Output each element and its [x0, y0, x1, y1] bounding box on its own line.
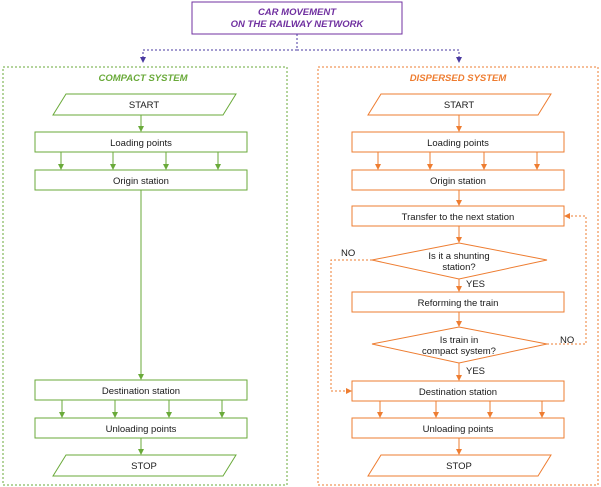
dispersed-destination-label: Destination station — [419, 387, 497, 398]
dispersed-destination-box — [351, 380, 565, 402]
decision-1-no-label: NO — [341, 248, 355, 259]
dispersed-loop-connectors — [330, 213, 587, 394]
dispersed-stop-label: STOP — [446, 461, 472, 472]
compact-stop-label: STOP — [131, 461, 157, 472]
compact-unloading-label: Unloading points — [106, 424, 177, 435]
dispersed-reforming-box — [351, 291, 565, 313]
dispersed-transfer-label: Transfer to the next station — [402, 212, 515, 223]
dispersed-stop-node — [367, 454, 552, 477]
compact-loading-box — [34, 131, 248, 153]
compact-loading-label: Loading points — [110, 138, 172, 149]
dispersed-unloading-label: Unloading points — [423, 424, 494, 435]
title-line-2: ON THE RAILWAY NETWORK — [231, 19, 365, 30]
decision-2-line-1: Is train in — [440, 335, 479, 346]
dispersed-origin-box — [351, 169, 565, 191]
title-box — [191, 1, 403, 35]
title-line-1: CAR MOVEMENT — [258, 7, 337, 18]
compact-destination-label: Destination station — [102, 386, 180, 397]
decision-1-line-1: Is it a shunting — [428, 251, 489, 262]
compact-destination-box — [34, 379, 248, 401]
dispersed-start-label: START — [444, 100, 474, 111]
decision-2-line-2: compact system? — [422, 346, 496, 357]
decision-2-yes-label: YES — [466, 366, 485, 377]
dispersed-system-panel — [317, 66, 599, 486]
compact-stop-node — [52, 454, 237, 477]
compact-start-node — [52, 93, 237, 116]
title-connectors — [140, 34, 462, 63]
dispersed-system-heading: DISPERSED SYSTEM — [410, 73, 508, 84]
compact-system-heading: COMPACT SYSTEM — [98, 73, 188, 84]
decision-2-no-label: NO — [560, 335, 574, 346]
dispersed-loading-label: Loading points — [427, 138, 489, 149]
decision-1-line-2: station? — [442, 262, 475, 273]
compact-arrows — [58, 115, 225, 455]
dispersed-unloading-box — [351, 417, 565, 439]
dispersed-start-node — [367, 93, 552, 116]
compact-origin-label: Origin station — [113, 176, 169, 187]
dispersed-arrows — [375, 115, 545, 455]
dispersed-loading-box — [351, 131, 565, 153]
decision-1-yes-label: YES — [466, 279, 485, 290]
compact-system-panel — [2, 66, 288, 486]
compact-start-label: START — [129, 100, 159, 111]
dispersed-reforming-label: Reforming the train — [418, 298, 499, 309]
dispersed-origin-label: Origin station — [430, 176, 486, 187]
